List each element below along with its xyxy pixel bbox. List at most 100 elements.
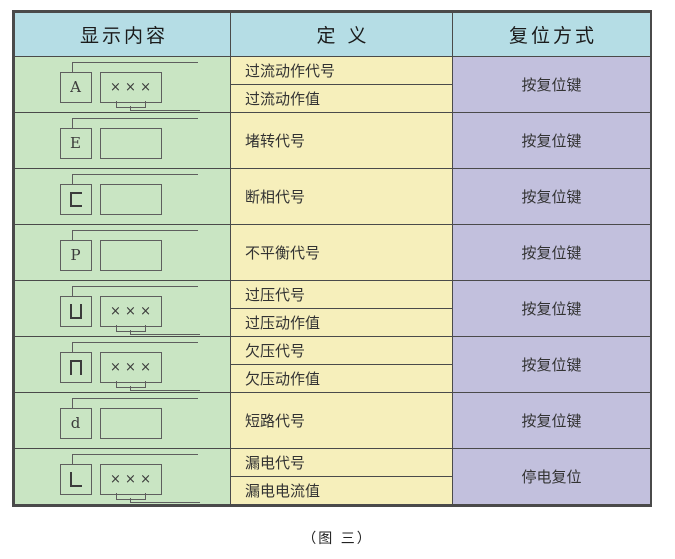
cell-display-content: × × × (14, 280, 231, 337)
icon-connector-stub-bottom (129, 497, 131, 503)
table-row: × × × 过压代号按复位键 (14, 280, 651, 337)
cell-display-content: × × × (14, 448, 231, 505)
lcd-display-icon (38, 171, 208, 223)
cell-display-content (14, 168, 231, 225)
table-row: × × × 漏电代号停电复位 (14, 448, 651, 505)
cell-reset-method: 停电复位 (452, 448, 651, 505)
icon-connector-rail-bottom (129, 333, 200, 335)
cell-display-content: P (14, 224, 231, 281)
icon-character-box (59, 183, 92, 215)
icon-connector-stub-top (71, 341, 73, 353)
icon-value-digits: × × × (110, 303, 151, 319)
cell-reset-method: 按复位键 (452, 56, 651, 113)
icon-character: d (70, 413, 81, 432)
lcd-display-icon: d (38, 395, 208, 447)
icon-connector-rail-bottom (129, 501, 200, 503)
column-header-display: 显示内容 (14, 12, 231, 57)
icon-connector-drop (115, 324, 146, 332)
table-row: E 堵转代号按复位键 (14, 112, 651, 169)
icon-value-digits: × × × (110, 359, 151, 375)
icon-character-box: P (59, 239, 92, 271)
icon-connector-rail-top (71, 61, 198, 63)
cell-definition: 短路代号 (230, 392, 453, 449)
icon-connector-stub-top (71, 453, 73, 465)
cell-definition: 欠压代号 (230, 336, 453, 365)
segment-glyph-l (69, 471, 82, 487)
segment-glyph-c (69, 191, 82, 207)
icon-value-box (99, 127, 162, 159)
table-row: 断相代号按复位键 (14, 168, 651, 225)
icon-value-digits: × × × (110, 471, 151, 487)
icon-connector-rail-top (71, 173, 198, 175)
icon-character-box (59, 463, 92, 495)
table-header-row: 显示内容 定 义 复位方式 (14, 12, 651, 57)
lcd-display-icon: P (38, 227, 208, 279)
icon-connector-rail-top (71, 453, 198, 455)
icon-value-box: × × × (99, 351, 162, 383)
cell-reset-method: 按复位键 (452, 280, 651, 337)
icon-character-box: E (59, 127, 92, 159)
segment-glyph-n (69, 359, 82, 375)
icon-character-box: d (59, 407, 92, 439)
lcd-display-icon: × × × (38, 283, 208, 335)
cell-definition: 过流动作值 (230, 84, 453, 113)
cell-reset-method: 按复位键 (452, 112, 651, 169)
table-subrow: 欠压动作值 (15, 364, 651, 393)
cell-reset-method: 按复位键 (452, 336, 651, 393)
table-subrow: 漏电电流值 (15, 476, 651, 505)
icon-connector-stub-top (71, 285, 73, 297)
icon-value-digits: × × × (110, 79, 151, 95)
cell-definition: 过压代号 (230, 280, 453, 309)
table-row: A × × × 过流动作代号按复位键 (14, 56, 651, 113)
icon-value-box: × × × (99, 71, 162, 103)
icon-connector-rail-top (71, 341, 198, 343)
lcd-display-icon: E (38, 115, 208, 167)
lcd-display-icon: × × × (38, 451, 208, 503)
icon-value-box: × × × (99, 295, 162, 327)
lcd-display-icon: × × × (38, 339, 208, 391)
icon-connector-stub-top (71, 397, 73, 409)
cell-display-content: A × × × (14, 56, 231, 113)
icon-connector-rail-bottom (129, 389, 200, 391)
icon-connector-stub-top (71, 117, 73, 129)
cell-definition: 断相代号 (230, 168, 453, 225)
icon-connector-stub-top (71, 173, 73, 185)
cell-display-content: E (14, 112, 231, 169)
table-subrow: 过压动作值 (15, 308, 651, 337)
icon-character: E (70, 133, 81, 152)
icon-character-box: A (59, 71, 92, 103)
icon-connector-rail-top (71, 229, 198, 231)
icon-connector-drop (115, 100, 146, 108)
icon-character-box (59, 295, 92, 327)
icon-connector-stub-top (71, 61, 73, 73)
icon-character-box (59, 351, 92, 383)
cell-definition: 漏电电流值 (230, 476, 453, 505)
figure-caption: （图 三） (302, 531, 373, 547)
table-row: × × × 欠压代号按复位键 (14, 336, 651, 393)
cell-definition: 过压动作值 (230, 308, 453, 337)
icon-character: P (70, 245, 81, 264)
cell-definition: 漏电代号 (230, 448, 453, 477)
cell-definition: 过流动作代号 (230, 56, 453, 85)
icon-connector-stub-bottom (129, 105, 131, 111)
column-header-definition: 定 义 (230, 12, 453, 57)
cell-display-content: d (14, 392, 231, 449)
icon-connector-rail-top (71, 117, 198, 119)
column-header-reset: 复位方式 (452, 12, 651, 57)
icon-connector-rail-top (71, 285, 198, 287)
table-row: d 短路代号按复位键 (14, 392, 651, 449)
icon-connector-stub-bottom (129, 385, 131, 391)
cell-reset-method: 按复位键 (452, 392, 651, 449)
icon-connector-rail-top (71, 397, 198, 399)
cell-definition: 堵转代号 (230, 112, 453, 169)
icon-connector-stub-bottom (129, 329, 131, 335)
icon-connector-rail-bottom (129, 109, 200, 111)
icon-value-box: × × × (99, 463, 162, 495)
icon-value-box (99, 407, 162, 439)
icon-connector-drop (115, 492, 146, 500)
cell-reset-method: 按复位键 (452, 224, 651, 281)
icon-connector-drop (115, 380, 146, 388)
